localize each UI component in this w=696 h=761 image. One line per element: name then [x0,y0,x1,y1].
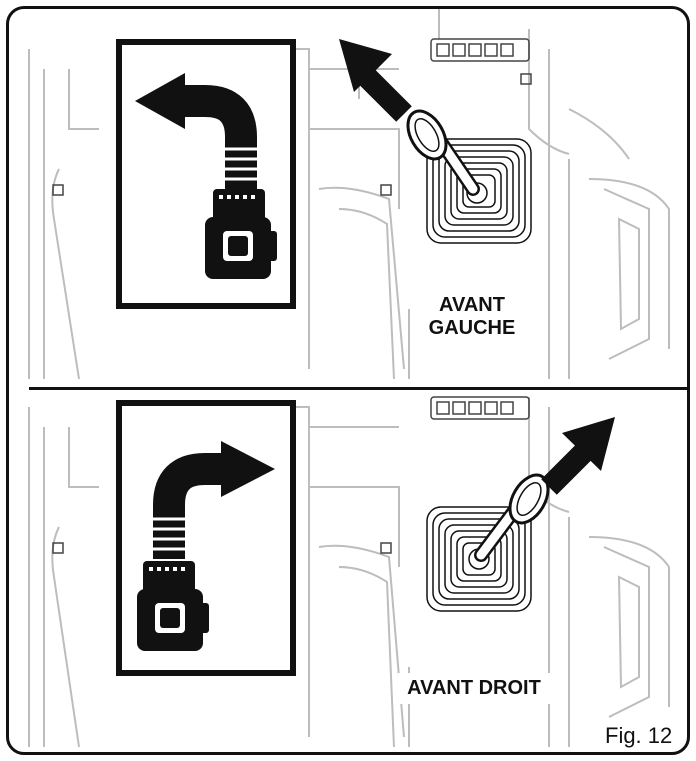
label-forward-left: AVANT GAUCHE [416,292,528,342]
label-forward-left-line1: AVANT [416,294,528,317]
direction-arrow-icon [549,417,615,487]
panel-top-artwork [9,9,690,387]
direction-arrow-icon [339,39,404,114]
panel-bottom-artwork [9,387,690,755]
joystick-icon [400,104,473,189]
label-forward-right: AVANT DROIT [398,673,550,704]
label-forward-left-line2: GAUCHE [416,317,528,340]
panel-forward-left [9,9,687,387]
figure-number: Fig. 12 [603,723,674,749]
figure-frame: AVANT GAUCHE AVANT DROIT Fig. 12 [6,6,690,755]
panel-forward-right [9,387,687,755]
